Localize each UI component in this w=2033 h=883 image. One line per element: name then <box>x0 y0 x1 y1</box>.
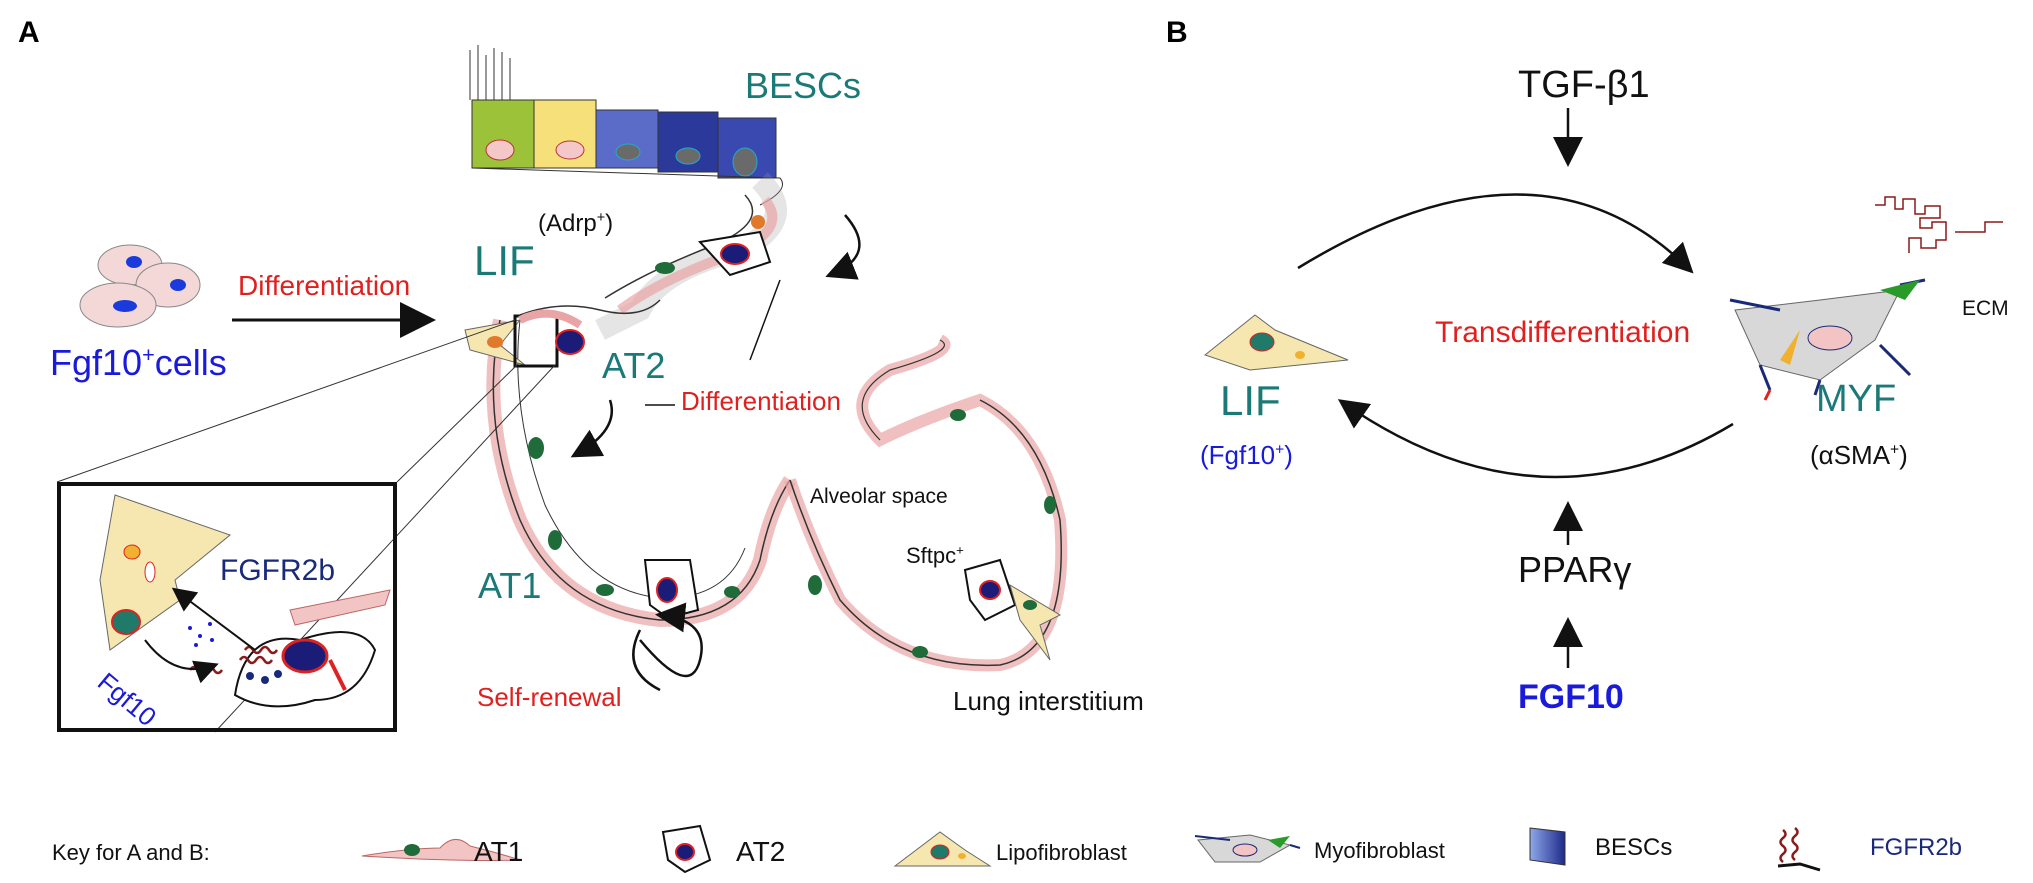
tgf-beta1-label: TGF-β1 <box>1518 64 1650 106</box>
fgf10-cells-label: Fgf10+cells <box>50 342 227 383</box>
besc-label: BESCs <box>745 65 862 106</box>
ppar-gamma-label: PPARγ <box>1518 549 1632 590</box>
key-lipofibroblast-icon <box>893 831 992 867</box>
adrp-label: (Adrp+) <box>538 210 614 237</box>
inset-fgfr2b-label: FGFR2b <box>220 554 336 587</box>
key-at2-label: AT2 <box>736 836 786 867</box>
lif-fgf10-sub: (Fgf10+) <box>1200 440 1293 470</box>
myofibroblast-b-icon <box>1729 278 1926 401</box>
trans-arrow-back <box>1337 399 1734 479</box>
trans-arrow-forward <box>1297 193 1694 274</box>
ecm-fibers-icon <box>1875 196 2003 253</box>
besc-epithelium-icon <box>469 45 783 206</box>
myf-label: MYF <box>1816 378 1897 420</box>
self-renewal-label: Self-renewal <box>477 682 622 712</box>
lif-cell-b-icon <box>1203 314 1349 371</box>
key-at2-icon <box>661 824 712 874</box>
key-lipofibroblast-label: Lipofibroblast <box>996 840 1127 865</box>
key-title: Key for A and B: <box>52 840 210 865</box>
alveolus-structure <box>486 299 1068 672</box>
lung-interstitium-label: Lung interstitium <box>953 686 1144 716</box>
lif-label-b: LIF <box>1220 377 1281 424</box>
transdifferentiation-label: Transdifferentiation <box>1435 316 1691 349</box>
alveolar-space-label: Alveolar space <box>810 485 948 508</box>
myf-asma-sub: (αSMA+) <box>1810 440 1908 470</box>
inset-illustration <box>99 494 391 708</box>
key-besc-icon <box>1529 827 1566 866</box>
key-fgfr2b-label: FGFR2b <box>1870 834 1963 861</box>
inset-zoom-panel <box>57 482 397 732</box>
differentiation-label-1: Differentiation <box>238 270 411 301</box>
panel-b-letter: B <box>1166 16 1188 49</box>
zoom-box <box>513 314 559 368</box>
fgf10-label-b: FGF10 <box>1518 678 1624 716</box>
key-myofibroblast-label: Myofibroblast <box>1314 838 1445 863</box>
sftpc-label: Sftpc+ <box>906 542 964 568</box>
ecm-label: ECM <box>1962 297 2009 320</box>
differentiation-label-2: Differentiation <box>681 386 841 416</box>
key-myofibroblast-icon <box>1194 834 1301 863</box>
at2-label: AT2 <box>602 345 666 386</box>
fgf10-cells-cluster-icon <box>79 244 201 328</box>
key-fgfr2b-icon <box>1777 827 1821 872</box>
lif-label-a: LIF <box>474 237 535 284</box>
at1-label: AT1 <box>478 565 542 606</box>
panel-a-letter: A <box>18 16 40 49</box>
key-besc-label: BESCs <box>1595 834 1673 861</box>
key-at1-label: AT1 <box>474 836 524 867</box>
key-at1-icon <box>361 839 521 861</box>
